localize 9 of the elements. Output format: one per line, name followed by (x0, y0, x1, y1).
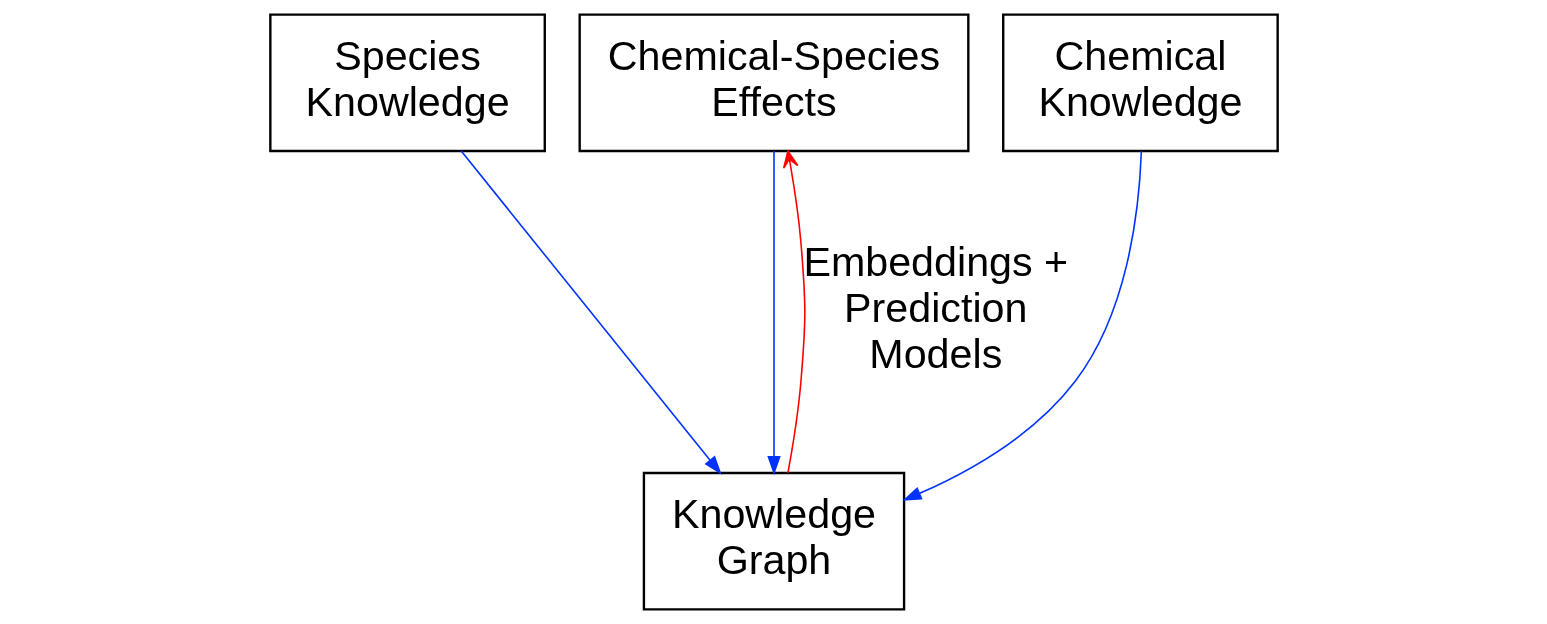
node-box: Chemical-Species Effects (578, 13, 969, 153)
arrow (782, 150, 806, 474)
arrow (766, 150, 781, 476)
node-box: Chemical Knowledge (1001, 13, 1279, 153)
edge-label: Embeddings + Prediction Models (802, 238, 1068, 377)
node-box: Species Knowledge (268, 13, 546, 153)
arrow (902, 150, 1142, 501)
node-box: Knowledge Graph (642, 471, 905, 611)
arrow (459, 150, 722, 475)
